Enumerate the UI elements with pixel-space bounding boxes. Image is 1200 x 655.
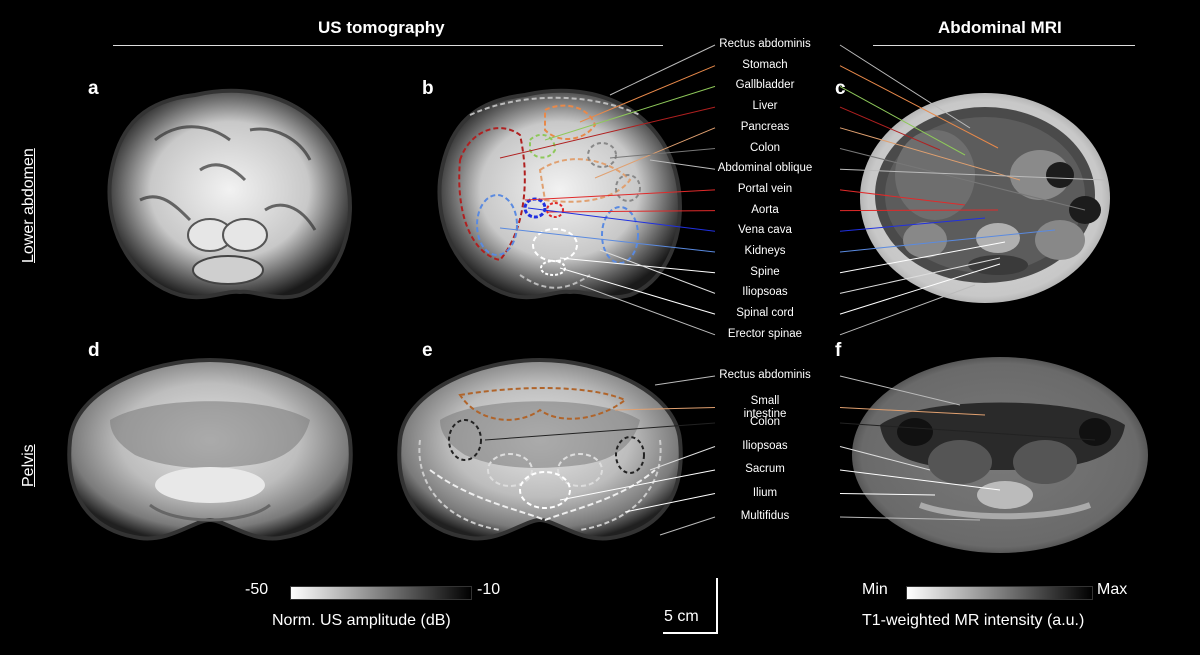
lower-label-iliopsoas: Iliopsoas bbox=[742, 439, 788, 452]
panel-a-image bbox=[107, 88, 352, 300]
panel-letter-b: b bbox=[422, 78, 434, 99]
header-mri-rule bbox=[873, 45, 1135, 46]
upper-label-erector-spinae: Erector spinae bbox=[727, 327, 803, 340]
lower-leader-left-rectus-abdominis bbox=[654, 375, 716, 386]
upper-leader-right-spine bbox=[839, 241, 1006, 274]
lower-leader-right-multifidus bbox=[839, 516, 981, 521]
upper-leader-left-kidneys bbox=[499, 227, 716, 253]
upper-label-spinal-cord: Spinal cord bbox=[736, 307, 794, 320]
upper-leader-right-kidneys bbox=[839, 229, 1056, 253]
row-label-pelvis: Pelvis bbox=[20, 444, 37, 487]
upper-leader-left-pancreas bbox=[594, 127, 716, 179]
lower-label-multifidus: Multifidus bbox=[740, 510, 790, 522]
upper-leader-left-liver bbox=[499, 106, 716, 159]
lower-leader-left-multifidus bbox=[659, 516, 716, 536]
upper-leader-right-spinal-cord bbox=[839, 263, 1001, 315]
upper-label-pancreas: Pancreas bbox=[740, 120, 790, 133]
upper-label-abdominal-oblique: Abdominal oblique bbox=[717, 162, 813, 175]
scale-bar-label: 5 cm bbox=[664, 608, 699, 625]
lower-leader-right-ilium bbox=[839, 493, 936, 496]
upper-leader-right-gallbladder bbox=[839, 85, 966, 156]
lower-leader-right-rectus-abdominis bbox=[839, 375, 961, 406]
upper-leader-right-stomach bbox=[839, 65, 999, 149]
upper-leader-right-erector-spinae bbox=[839, 284, 976, 336]
mri-colorbar-min: Min bbox=[862, 581, 888, 598]
panel-b-image bbox=[437, 88, 682, 300]
upper-label-vena-cava: Vena cava bbox=[738, 224, 792, 237]
upper-leader-left-aorta bbox=[547, 210, 716, 213]
upper-leader-left-iliopsoas bbox=[599, 249, 716, 294]
upper-leader-left-erector-spinae bbox=[579, 284, 716, 336]
upper-leader-left-vena-cava bbox=[527, 207, 716, 232]
panel-d-image bbox=[67, 357, 353, 541]
leader-lines-lower bbox=[484, 375, 1096, 536]
panel-letter-f: f bbox=[835, 340, 842, 361]
lower-leader-right-small-intestine bbox=[839, 407, 986, 416]
lower-leader-right-sacrum bbox=[839, 469, 1001, 491]
upper-leader-right-colon bbox=[839, 148, 1086, 211]
upper-leader-right-pancreas bbox=[839, 127, 1021, 181]
panel-f-image bbox=[852, 357, 1148, 553]
upper-leader-right-iliopsoas bbox=[839, 257, 1001, 294]
us-colorbar-min: -50 bbox=[245, 581, 269, 598]
scale-bar bbox=[663, 578, 718, 634]
upper-label-stomach: Stomach bbox=[742, 58, 788, 71]
upper-label-kidneys: Kidneys bbox=[744, 245, 786, 257]
panel-letter-d: d bbox=[88, 340, 100, 361]
row-label-lower-abdomen: Lower abdomen bbox=[20, 148, 37, 263]
lower-label-colon: Colon bbox=[749, 416, 781, 428]
upper-leader-right-rectus-abdominis bbox=[839, 44, 971, 129]
upper-leader-left-rectus-abdominis bbox=[609, 44, 716, 96]
upper-label-aorta: Aorta bbox=[751, 203, 779, 216]
panel-e-image bbox=[397, 357, 683, 541]
mri-colorbar-label: T1-weighted MR intensity (a.u.) bbox=[862, 612, 1085, 629]
upper-label-gallbladder: Gallbladder bbox=[735, 79, 795, 92]
upper-label-liver: Liver bbox=[752, 100, 778, 113]
us-colorbar-max: -10 bbox=[477, 581, 501, 598]
header-us-tomography: US tomography bbox=[318, 18, 445, 37]
panel-letter-e: e bbox=[422, 340, 433, 361]
leader-lines-upper bbox=[499, 44, 1106, 336]
upper-leader-right-abdominal-oblique bbox=[839, 168, 1106, 181]
us-colorbar-label: Norm. US amplitude (dB) bbox=[272, 612, 451, 629]
lower-leader-right-colon bbox=[839, 422, 1096, 441]
panel-letter-c: c bbox=[835, 78, 846, 99]
upper-label-iliopsoas: Iliopsoas bbox=[742, 286, 788, 299]
lower-leader-right-iliopsoas bbox=[839, 446, 931, 471]
upper-leader-right-liver bbox=[839, 106, 941, 151]
upper-leader-left-spinal-cord bbox=[559, 267, 716, 315]
mri-colorbar-max: Max bbox=[1097, 581, 1128, 598]
upper-leader-right-portal-vein bbox=[839, 189, 966, 206]
upper-label-spine: Spine bbox=[750, 265, 780, 278]
lower-leader-left-iliopsoas bbox=[649, 446, 716, 471]
lower-leader-left-colon bbox=[484, 422, 716, 441]
lower-leader-left-sacrum bbox=[559, 469, 716, 501]
lower-label-rectus-abdominis: Rectus abdominis bbox=[719, 369, 811, 381]
lower-leader-left-small-intestine bbox=[614, 407, 716, 411]
upper-leader-left-spine bbox=[559, 257, 716, 274]
mri-colorbar bbox=[906, 586, 1093, 600]
upper-leader-left-portal-vein bbox=[524, 189, 716, 201]
header-abdominal-mri: Abdominal MRI bbox=[938, 18, 1062, 37]
header-us-rule bbox=[113, 45, 663, 46]
lower-leader-left-ilium bbox=[624, 493, 716, 513]
upper-label-rectus-abdominis: Rectus abdominis bbox=[719, 38, 811, 50]
upper-leader-left-colon bbox=[609, 148, 716, 159]
upper-leader-right-aorta bbox=[839, 209, 999, 212]
us-colorbar bbox=[290, 586, 472, 600]
lower-label-small-intestine: Small intestine bbox=[743, 394, 787, 420]
upper-leader-right-vena-cava bbox=[839, 217, 986, 232]
panel-c-image bbox=[860, 93, 1110, 303]
upper-label-portal-vein: Portal vein bbox=[737, 182, 793, 195]
panel-letter-a: a bbox=[88, 78, 99, 99]
upper-leader-left-gallbladder bbox=[544, 85, 716, 141]
upper-leader-left-stomach bbox=[579, 65, 716, 123]
lower-label-sacrum: Sacrum bbox=[745, 463, 785, 475]
lower-label-ilium: Ilium bbox=[752, 486, 778, 499]
upper-leader-left-abdominal-oblique bbox=[649, 159, 716, 170]
upper-label-colon: Colon bbox=[749, 141, 781, 154]
